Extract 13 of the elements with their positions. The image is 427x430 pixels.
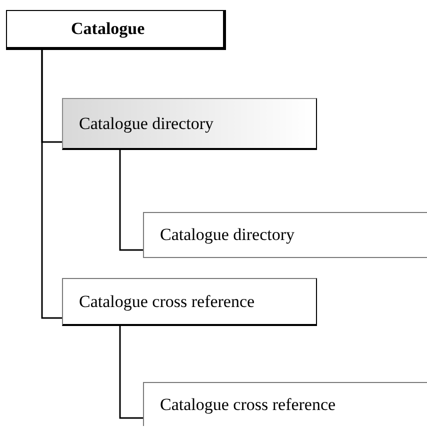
connector-line — [41, 50, 62, 319]
tree-node-box — [6, 10, 226, 50]
tree-node-box — [143, 382, 427, 426]
tree-node-box — [62, 98, 317, 150]
node-label: Catalogue directory — [79, 112, 214, 135]
tree-node-box — [62, 278, 317, 326]
connector-line — [119, 326, 143, 419]
node-label: Catalogue directory — [160, 224, 295, 246]
connector-line — [119, 150, 143, 251]
node-label: Catalogue cross reference — [79, 290, 255, 313]
tree-node-box — [143, 212, 427, 258]
node-label: Catalogue cross reference — [160, 394, 336, 416]
node-label: Catalogue — [70, 18, 145, 40]
